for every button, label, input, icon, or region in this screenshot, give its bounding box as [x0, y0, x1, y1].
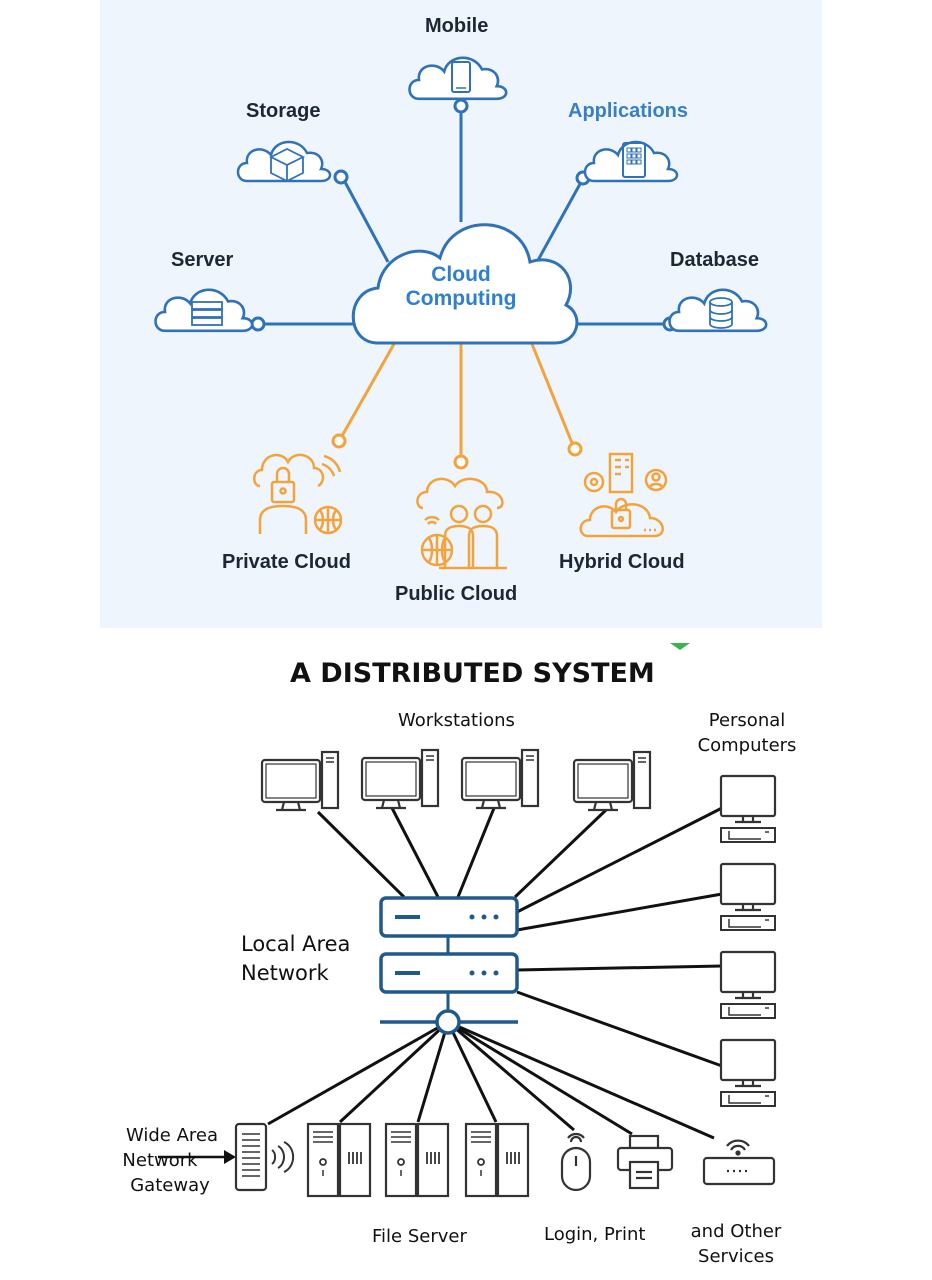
gateway-arrow	[158, 1150, 236, 1164]
file-server-icon	[306, 1122, 372, 1198]
file-server-icon	[384, 1122, 450, 1198]
public-cloud-label: Public Cloud	[395, 583, 518, 605]
login-print-label: Login, Print	[544, 1224, 646, 1245]
deployment-connectors	[340, 343, 574, 456]
service-connectors	[264, 112, 666, 326]
personal-computer-icon	[719, 774, 777, 844]
mobile-label: Mobile	[425, 15, 489, 37]
lan-label: Local Area Network	[241, 932, 351, 985]
personal-computer-icon	[719, 1038, 777, 1108]
distributed-system-title: A DISTRIBUTED SYSTEM	[290, 658, 655, 689]
file-server-icon	[464, 1122, 530, 1198]
mobile-cloud-icon	[408, 56, 508, 101]
applications-label: Applications	[568, 100, 689, 122]
storage-cloud-icon	[236, 140, 332, 183]
server-label: Server	[171, 249, 234, 271]
server-cloud-icon	[154, 288, 254, 333]
storage-label: Storage	[246, 100, 321, 122]
hybrid-cloud-label: Hybrid Cloud	[559, 551, 685, 573]
personal-computer-icon	[719, 862, 777, 932]
workstation-icon	[260, 750, 340, 812]
private-cloud-icon	[253, 453, 343, 535]
workstation-icon	[460, 748, 540, 810]
deployment-dots	[331, 433, 583, 470]
lan-hub	[379, 896, 519, 1035]
connector-dots	[250, 98, 678, 332]
workstation-icon	[360, 748, 440, 810]
router-icon	[702, 1139, 776, 1186]
private-cloud-label: Private Cloud	[222, 551, 351, 573]
database-label: Database	[670, 249, 759, 271]
applications-cloud-icon	[583, 140, 679, 183]
wan-gateway-label: Wide Area Network Gateway	[122, 1125, 219, 1196]
cloud-computing-label: Cloud Computing	[405, 263, 517, 310]
workstations-label: Workstations	[398, 710, 515, 731]
hybrid-cloud-icon	[579, 452, 668, 538]
network-links	[267, 806, 723, 1140]
login-mouse-icon	[560, 1132, 592, 1192]
accent-mark	[670, 643, 690, 650]
cloud-computing-center-icon	[351, 223, 579, 345]
other-services-label: and Other Services	[690, 1221, 782, 1267]
database-cloud-icon	[668, 288, 768, 333]
printer-icon	[616, 1134, 674, 1190]
workstation-icon	[572, 750, 652, 812]
public-cloud-icon	[416, 477, 507, 570]
personal-computer-icon	[719, 950, 777, 1020]
personal-computers-label: Personal Computers	[697, 710, 797, 756]
file-server-label: File Server	[372, 1226, 467, 1247]
gateway-device-icon	[234, 1122, 295, 1192]
